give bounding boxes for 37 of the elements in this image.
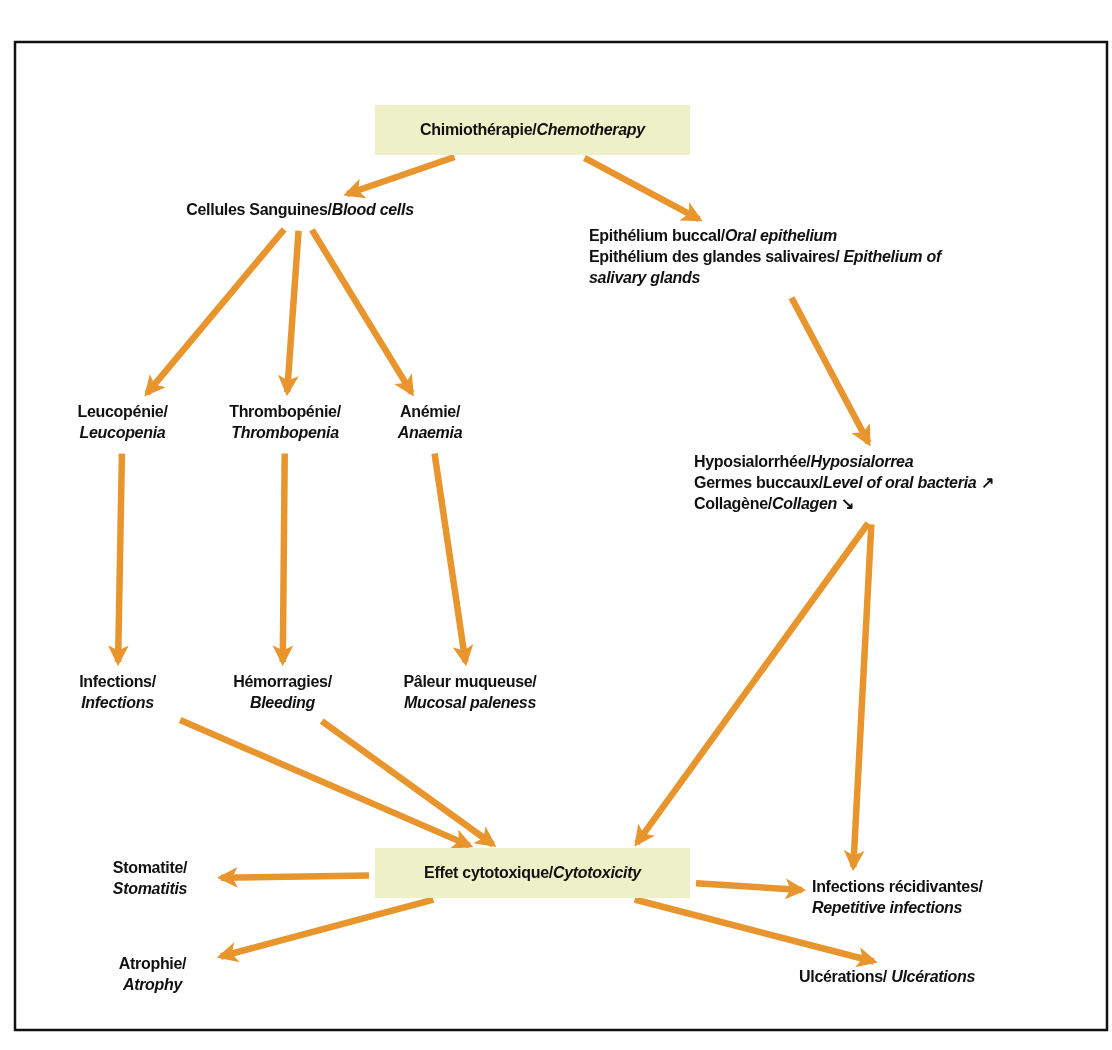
node-label: Infections/ Infections	[78, 672, 157, 713]
arrow	[178, 717, 474, 849]
node-label: Thrombopénie/ Thrombopenia	[228, 402, 342, 443]
arrow	[695, 878, 807, 900]
arrow	[309, 228, 415, 397]
node-label: Effet cytotoxique/Cytotoxicity	[423, 862, 643, 883]
node-label: Collagène/Collagen ↘	[694, 493, 855, 514]
arrow	[216, 896, 435, 963]
node-label: Germes buccaux/Level of oral bacteria ↗	[694, 472, 995, 493]
node-label: Ulcérations/ Ulcérations	[799, 967, 976, 987]
arrow	[633, 896, 878, 968]
node-label: Chimiothérapie/Chemotherapy	[419, 119, 647, 140]
process-box	[375, 105, 690, 155]
node-label: Epithélium des glandes salivaires/ Epithelium of salivary glands	[589, 246, 944, 288]
arrow	[277, 230, 302, 397]
node-label: Atrophie/ Atrophy	[117, 954, 188, 995]
arrow	[216, 867, 370, 888]
arrow	[843, 524, 875, 872]
node-label: Cellules Sanguines/Blood cells	[185, 200, 415, 220]
arrow	[319, 718, 497, 848]
node-label: Pâleur muqueuse/ Mucosal paleness	[402, 672, 538, 713]
node-label: Leucopénie/ Leucopenia	[76, 402, 169, 443]
arrow	[343, 153, 456, 199]
node-label: Stomatite/ Stomatitis	[111, 858, 189, 899]
process-box	[375, 848, 690, 898]
node-label: Infections récidivantes/ Repetitive infections	[812, 877, 984, 918]
arrow	[582, 154, 703, 223]
node-label: Hémorragies/ Bleeding	[232, 672, 333, 713]
arrow	[634, 521, 871, 847]
arrow	[144, 227, 287, 397]
node-label: Epithélium buccal/Oral epithelium	[589, 226, 838, 246]
arrow	[108, 453, 129, 667]
node-label: Hyposialorrhée/Hyposialorrea	[694, 452, 915, 472]
arrow	[431, 453, 474, 667]
arrow	[272, 453, 294, 667]
arrow	[788, 296, 872, 447]
node-label: Anémie/ Anaemia	[396, 402, 464, 443]
